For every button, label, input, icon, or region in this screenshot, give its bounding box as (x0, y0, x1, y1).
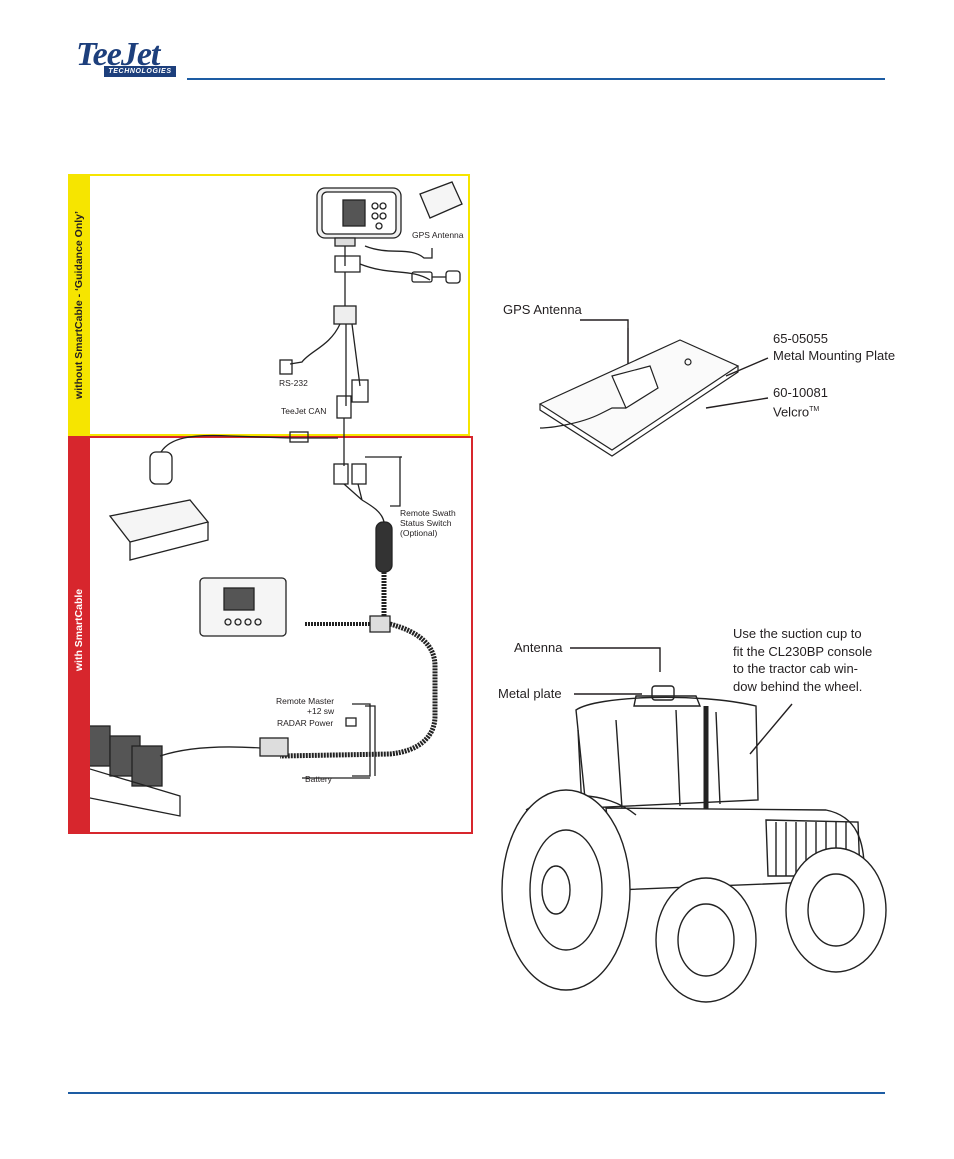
guidance-only-band (68, 174, 90, 436)
tractor-leader-lines (570, 647, 793, 755)
suction-cup-note: Use the suction cup to fit the CL230BP c… (733, 626, 873, 694)
label-velcro-part-number: 60-10081 (773, 385, 828, 400)
label-velcro: VelcroTM (773, 404, 820, 420)
antenna-leader-lines (580, 319, 769, 409)
label-plate-name: Metal Mounting Plate (773, 348, 896, 363)
label-rs232: RS-232 (279, 378, 308, 388)
footer-rule (68, 1092, 885, 1094)
teejet-logo-tagline: TECHNOLOGIES (104, 66, 176, 77)
label-gps-antenna: GPS Antenna (503, 302, 582, 317)
label-plate-part-number: 65-05055 (773, 331, 828, 346)
label-remote-swath: Remote Swath (400, 508, 456, 518)
label-status-switch: Status Switch (400, 518, 452, 528)
label-antenna: Antenna (514, 640, 563, 655)
smartcable-band-label: with SmartCable (73, 588, 85, 672)
label-battery: Battery (305, 774, 332, 784)
header-rule (187, 78, 885, 80)
guidance-only-band-label: without SmartCable - ‘Guidance Only’ (73, 211, 85, 399)
teejet-logo: TeeJet (76, 36, 160, 73)
label-remote-master: Remote Master (276, 696, 335, 706)
label-plus12-sw: +12 sw (307, 706, 335, 716)
label-optional: (Optional) (400, 528, 438, 538)
tractor-drawing (501, 685, 887, 1003)
label-radar-power: RADAR Power (277, 718, 334, 728)
wiring-diagram (90, 181, 463, 817)
label-gps-antenna-small: GPS Antenna (412, 230, 464, 240)
label-metal-plate: Metal plate (498, 686, 562, 701)
label-teejet-can: TeeJet CAN (281, 406, 327, 416)
smartcable-band (68, 436, 90, 834)
